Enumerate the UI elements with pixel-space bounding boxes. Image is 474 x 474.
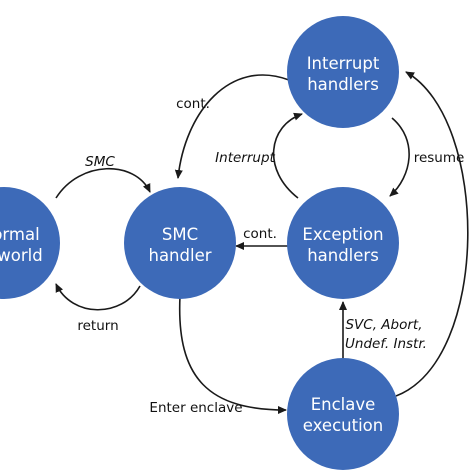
edge-label-interrupt: Interrupt xyxy=(215,150,275,166)
edge-return xyxy=(55,283,141,311)
node-smc-handler: SMC handler xyxy=(124,187,236,299)
edge-smc xyxy=(55,167,151,199)
edge-resume xyxy=(389,117,410,197)
node-exception-handlers-line1: Exception xyxy=(302,225,383,244)
node-smc-handler-line2: handler xyxy=(148,246,211,265)
edge-label-svc-line1: SVC, Abort, xyxy=(345,317,422,333)
node-normal-world: ormal world xyxy=(0,187,60,299)
node-exception-handlers-line2: handlers xyxy=(307,246,379,265)
edge-enter-enclave xyxy=(178,295,287,414)
edge-enclave-to-interrupt xyxy=(395,71,469,397)
node-normal-world-line2: world xyxy=(0,246,43,265)
node-enclave-execution-line2: execution xyxy=(303,416,383,435)
node-enclave-execution: Enclave execution xyxy=(287,358,399,470)
edge-label-return: return xyxy=(77,318,118,334)
edge-label-cont-from-interrupt: cont. xyxy=(176,96,210,112)
edge-cont-from-interrupt xyxy=(174,74,290,179)
node-enclave-execution-line1: Enclave xyxy=(311,395,376,414)
node-interrupt-handlers-line1: Interrupt xyxy=(307,54,380,73)
edge-label-cont-from-exception: cont. xyxy=(243,226,277,242)
edge-label-resume: resume xyxy=(414,150,465,166)
node-normal-world-line1: ormal xyxy=(0,225,40,244)
node-interrupt-handlers: Interrupt handlers xyxy=(287,16,399,128)
edge-label-smc: SMC xyxy=(85,154,115,170)
edge-interrupt xyxy=(272,112,303,199)
node-interrupt-handlers-line2: handlers xyxy=(307,75,379,94)
node-exception-handlers: Exception handlers xyxy=(287,187,399,299)
edge-label-svc-line2: Undef. Instr. xyxy=(345,336,427,352)
edge-label-enter-enclave: Enter enclave xyxy=(149,400,242,416)
node-smc-handler-line1: SMC xyxy=(162,225,198,244)
